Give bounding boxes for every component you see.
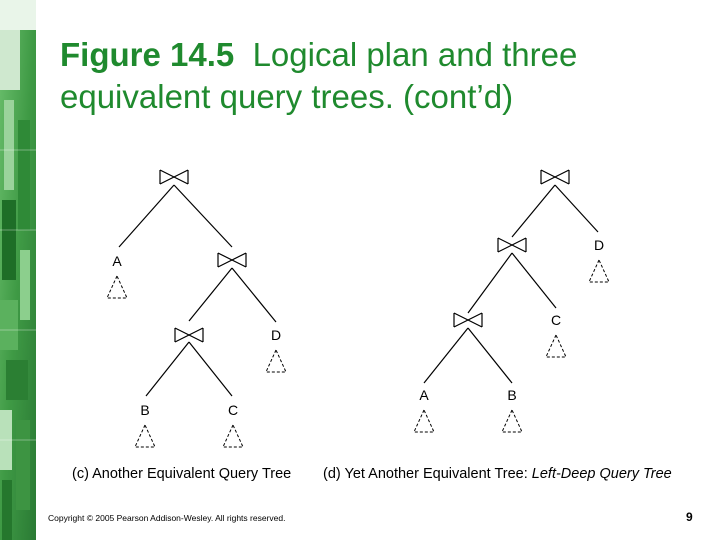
subtree-icon [106, 275, 128, 299]
subtree-icon [222, 424, 244, 448]
slide-title: Figure 14.5 Logical plan and three equiv… [60, 34, 700, 118]
leaf-label: B [140, 402, 149, 418]
leaf-label: C [228, 402, 238, 418]
leaf-label: A [419, 387, 429, 403]
join-icon [497, 237, 527, 253]
join-icon [540, 169, 570, 185]
sidebar-image [0, 0, 36, 540]
leaf-label: D [271, 327, 281, 343]
subtree-icon [545, 334, 567, 358]
figure-number: Figure 14.5 [60, 36, 235, 73]
tree-c: A D B C [106, 169, 287, 448]
caption-tree-c: (c) Another Equivalent Query Tree [72, 466, 292, 482]
join-icon [453, 312, 483, 328]
leaf-label: C [551, 312, 561, 328]
subtree-icon [134, 424, 156, 448]
subtree-icon [413, 409, 435, 433]
figure-title: Logical plan and three equivalent query … [60, 36, 578, 115]
caption-tree-d: (d) Yet Another Equivalent Tree: Left-De… [323, 466, 672, 482]
caption-tree-d-italic: Left-Deep Query Tree [531, 466, 672, 482]
join-icon [174, 327, 204, 343]
copyright-notice: Copyright © 2005 Pearson Addison-Wesley.… [48, 513, 286, 523]
caption-tree-d-plain: (d) Yet Another Equivalent Tree: [323, 466, 528, 482]
subtree-icon [265, 349, 287, 373]
leaf-label: D [594, 237, 604, 253]
subtree-icon [588, 259, 610, 283]
subtree-icon [501, 409, 523, 433]
page-number: 9 [686, 510, 693, 524]
leaf-label: A [112, 253, 122, 269]
join-icon [159, 169, 189, 185]
tree-d: D C A B [413, 169, 610, 433]
leaf-label: B [507, 387, 516, 403]
join-icon [217, 252, 247, 268]
